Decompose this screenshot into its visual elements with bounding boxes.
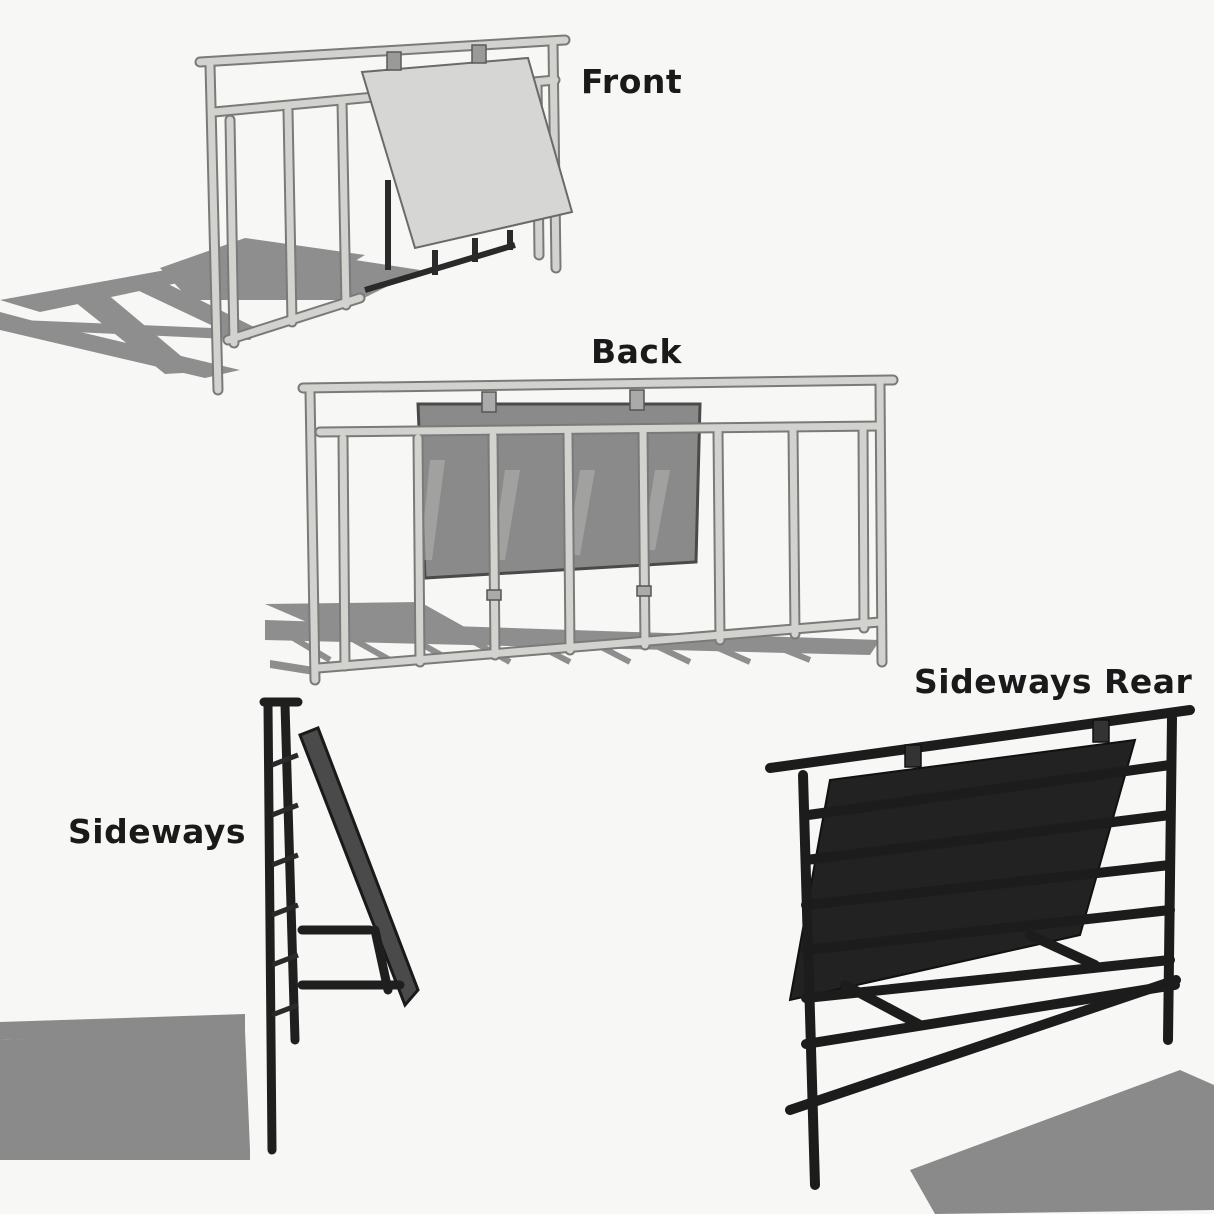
front-hooks xyxy=(386,44,487,71)
sideways-rear-view xyxy=(765,705,1214,1214)
sideways-rear-frame xyxy=(765,705,1195,1190)
sideways-shadow xyxy=(0,1030,250,1150)
front-label: Front xyxy=(581,62,683,101)
front-view xyxy=(0,34,574,396)
sideways-label: Sideways xyxy=(68,812,246,851)
back-view xyxy=(265,374,899,686)
back-railing-fill xyxy=(299,376,897,684)
sideways-frame xyxy=(259,697,405,1155)
back-hooks xyxy=(481,389,652,601)
sideways-rear-shadow xyxy=(910,1070,1214,1214)
front-rear-frame xyxy=(364,180,516,293)
back-label: Back xyxy=(591,332,682,371)
sideways-solar-panel xyxy=(298,726,420,1008)
sideways-rear-label: Sideways Rear xyxy=(914,662,1193,701)
sideways-frame-rungs xyxy=(271,752,299,1018)
sideways-view xyxy=(0,697,420,1160)
sideways-shadow-top xyxy=(0,1014,250,1160)
sideways-rear-hooks xyxy=(904,719,1110,768)
